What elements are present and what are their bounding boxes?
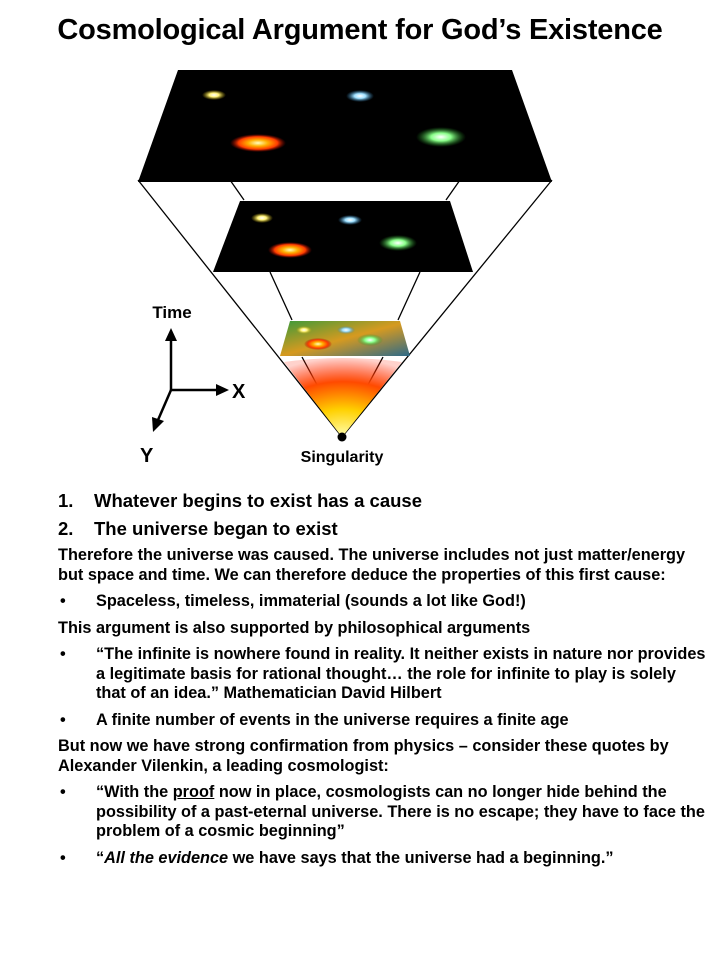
philosophy-paragraph: This argument is also supported by philo… xyxy=(58,618,531,637)
bullet-item: • “All the evidence we have says that th… xyxy=(60,848,614,867)
italic-evidence: All the evidence xyxy=(104,848,229,867)
bullet-item: • “With the proof now in place, cosmolog… xyxy=(60,783,705,840)
big-bang-expansion-diagram: Singularity Time X Y xyxy=(137,70,553,467)
axis-time-label: Time xyxy=(152,303,191,322)
axis-x-label: X xyxy=(232,381,246,403)
conclusion-paragraph: Therefore the universe was caused. The u… xyxy=(58,546,686,584)
physics-paragraph: But now we have strong confirmation from… xyxy=(58,737,669,775)
premise-2-text: The universe began to exist xyxy=(94,518,338,539)
universe-panel-present xyxy=(138,70,552,182)
bullet-item: • A finite number of events in the unive… xyxy=(60,710,569,729)
singularity-label: Singularity xyxy=(301,449,384,466)
bullet-item: • “The infinite is nowhere found in real… xyxy=(60,645,706,702)
premise-2: 2. The universe began to exist xyxy=(58,518,338,539)
underlined-proof: proof xyxy=(172,783,215,801)
argument-text: 1. Whatever begins to exist has a cause … xyxy=(58,490,708,875)
premise-1-text: Whatever begins to exist has a cause xyxy=(94,490,422,511)
axis-y-label: Y xyxy=(140,445,154,467)
big-bang-glow xyxy=(284,358,402,437)
bullet-item: • Spaceless, timeless, immaterial (sound… xyxy=(60,592,526,610)
axes xyxy=(152,328,229,432)
premise-1: 1. Whatever begins to exist has a cause xyxy=(58,490,422,511)
page-title: Cosmological Argument for God’s Existenc… xyxy=(57,14,663,46)
universe-panel-early xyxy=(280,321,410,356)
universe-panel-middle xyxy=(213,201,473,272)
singularity-point xyxy=(337,432,347,442)
